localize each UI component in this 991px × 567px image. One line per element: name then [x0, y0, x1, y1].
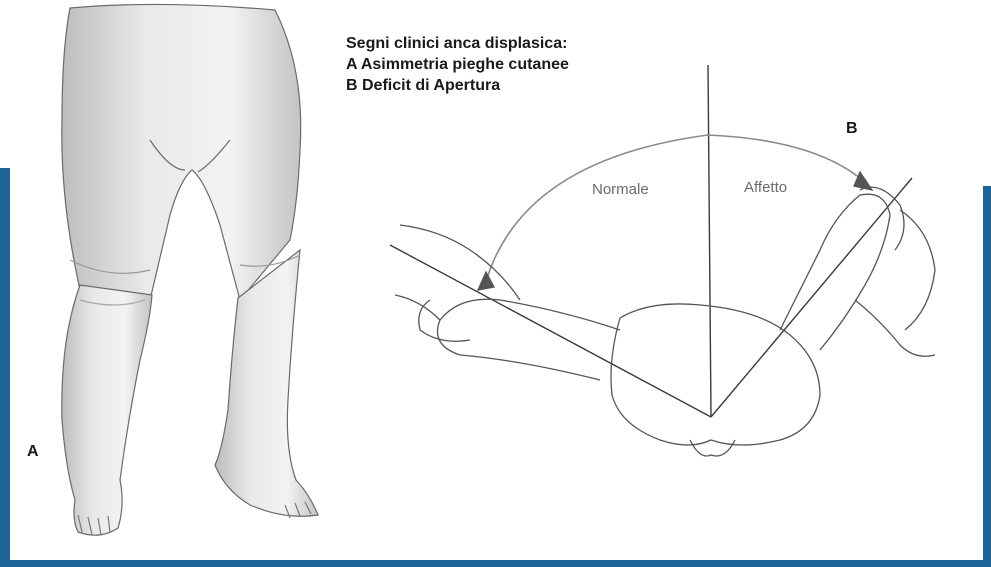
infant-legs-drawing [62, 4, 318, 535]
caption-line-a: A Asimmetria pieghe cutanee [346, 54, 569, 75]
affected-angle-label: Affetto [744, 179, 787, 196]
figure-caption: Segni clinici anca displasica: A Asimmet… [346, 33, 569, 96]
figure-b-letter: B [846, 120, 858, 138]
caption-line-b: B Deficit di Apertura [346, 75, 569, 96]
normal-angle-label: Normale [592, 181, 649, 198]
figure-a-letter: A [27, 443, 39, 461]
caption-title: Segni clinici anca displasica: [346, 33, 569, 54]
